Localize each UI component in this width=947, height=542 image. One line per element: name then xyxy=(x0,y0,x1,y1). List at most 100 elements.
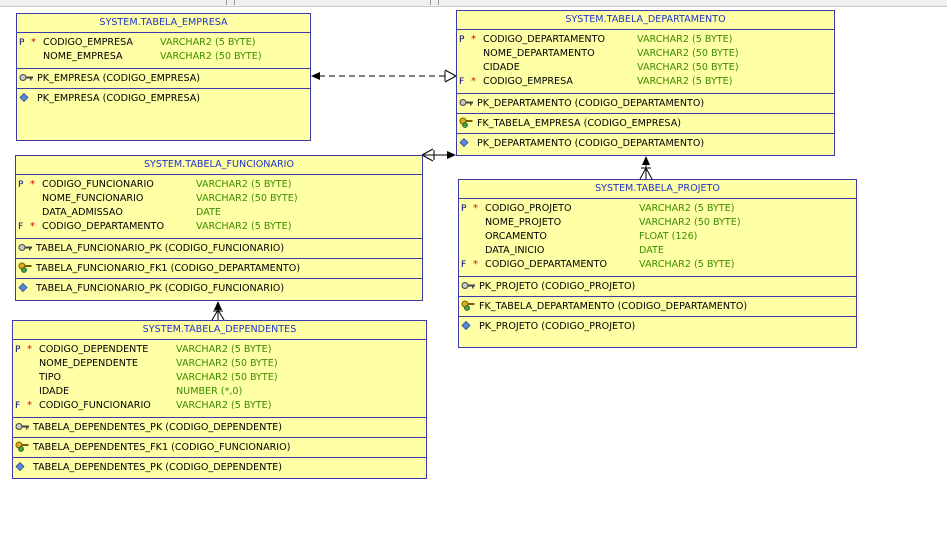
index-row[interactable]: PK_DEPARTAMENTO (CODIGO_DEPARTAMENTO) xyxy=(457,134,834,153)
primary-key-label: TABELA_DEPENDENTES_PK (CODIGO_DEPENDENTE… xyxy=(33,422,283,433)
index-icon xyxy=(461,320,471,331)
primary-key-icon xyxy=(19,74,33,81)
column-type: VARCHAR2 (5 BYTE) xyxy=(637,76,733,87)
index-label: PK_DEPARTAMENTO (CODIGO_DEPARTAMENTO) xyxy=(477,138,705,149)
primary-key-row[interactable]: PK_PROJETO (CODIGO_PROJETO) xyxy=(459,277,856,297)
primary-key-label: TABELA_FUNCIONARIO_PK (CODIGO_FUNCIONARI… xyxy=(36,243,285,254)
column-row[interactable]: P * CODIGO_FUNCIONARIO VARCHAR2 (5 BYTE) xyxy=(16,178,422,192)
entity-title: SYSTEM.TABELA_EMPRESA xyxy=(17,14,310,33)
column-type: VARCHAR2 (50 BYTE) xyxy=(637,62,739,73)
column-list: P * CODIGO_DEPENDENTE VARCHAR2 (5 BYTE) … xyxy=(13,340,426,418)
column-row[interactable]: ORCAMENTO FLOAT (126) xyxy=(459,230,856,244)
column-row[interactable]: NOME_FUNCIONARIO VARCHAR2 (50 BYTE) xyxy=(16,192,422,206)
index-row[interactable]: TABELA_DEPENDENTES_PK (CODIGO_DEPENDENTE… xyxy=(13,458,426,477)
foreign-key-label: FK_TABELA_DEPARTAMENTO (CODIGO_DEPARTAME… xyxy=(479,301,748,312)
column-row[interactable]: NOME_EMPRESA VARCHAR2 (50 BYTE) xyxy=(17,50,310,64)
primary-key-icon xyxy=(459,99,473,106)
key-flag: F xyxy=(15,401,21,411)
column-type: VARCHAR2 (50 BYTE) xyxy=(196,193,298,204)
column-type: DATE xyxy=(196,207,221,218)
column-row[interactable]: F * CODIGO_FUNCIONARIO VARCHAR2 (5 BYTE) xyxy=(13,399,426,413)
column-name: TIPO xyxy=(39,372,62,383)
relation-funcionario-departamento[interactable] xyxy=(421,148,456,162)
column-name: NOME_FUNCIONARIO xyxy=(42,193,144,204)
entity-tabela-departamento[interactable]: SYSTEM.TABELA_DEPARTAMENTO P * CODIGO_DE… xyxy=(456,10,835,156)
foreign-key-icon xyxy=(18,262,32,273)
index-label: TABELA_DEPENDENTES_PK (CODIGO_DEPENDENTE… xyxy=(33,462,283,473)
relation-dependentes-funcionario[interactable] xyxy=(211,301,225,321)
index-row[interactable]: TABELA_FUNCIONARIO_PK (CODIGO_FUNCIONARI… xyxy=(16,279,422,298)
required-flag: * xyxy=(30,221,35,232)
column-row[interactable]: IDADE NUMBER (*,0) xyxy=(13,385,426,399)
column-row[interactable]: F * CODIGO_DEPARTAMENTO VARCHAR2 (5 BYTE… xyxy=(459,258,856,272)
relation-departamento-empresa[interactable] xyxy=(311,69,457,83)
column-name: CODIGO_DEPARTAMENTO xyxy=(42,221,165,232)
column-type: VARCHAR2 (5 BYTE) xyxy=(196,221,292,232)
column-row[interactable]: P * CODIGO_DEPARTAMENTO VARCHAR2 (5 BYTE… xyxy=(457,33,834,47)
foreign-key-row[interactable]: FK_TABELA_DEPARTAMENTO (CODIGO_DEPARTAME… xyxy=(459,297,856,317)
primary-key-row[interactable]: PK_EMPRESA (CODIGO_EMPRESA) xyxy=(17,69,310,89)
column-type: VARCHAR2 (5 BYTE) xyxy=(160,37,256,48)
column-row[interactable]: TIPO VARCHAR2 (50 BYTE) xyxy=(13,371,426,385)
key-flag: P xyxy=(461,204,467,214)
primary-key-row[interactable]: TABELA_FUNCIONARIO_PK (CODIGO_FUNCIONARI… xyxy=(16,239,422,259)
foreign-key-label: TABELA_FUNCIONARIO_FK1 (CODIGO_DEPARTAME… xyxy=(36,263,301,274)
column-row[interactable]: NOME_DEPARTAMENTO VARCHAR2 (50 BYTE) xyxy=(457,47,834,61)
index-icon xyxy=(19,92,29,103)
column-type: VARCHAR2 (50 BYTE) xyxy=(160,51,262,62)
column-name: NOME_PROJETO xyxy=(485,217,562,228)
primary-key-icon xyxy=(15,423,29,430)
key-flag: P xyxy=(459,35,465,45)
column-row[interactable]: DATA_INICIO DATE xyxy=(459,244,856,258)
column-name: NOME_DEPARTAMENTO xyxy=(483,48,595,59)
key-flag: P xyxy=(15,345,21,355)
primary-key-icon xyxy=(461,282,475,289)
column-type: VARCHAR2 (50 BYTE) xyxy=(176,372,278,383)
column-row[interactable]: P * CODIGO_DEPENDENTE VARCHAR2 (5 BYTE) xyxy=(13,343,426,357)
foreign-key-label: TABELA_DEPENDENTES_FK1 (CODIGO_FUNCIONAR… xyxy=(33,442,291,453)
required-flag: * xyxy=(471,34,476,45)
column-name: CODIGO_EMPRESA xyxy=(483,76,573,87)
entity-tabela-funcionario[interactable]: SYSTEM.TABELA_FUNCIONARIO P * CODIGO_FUN… xyxy=(15,155,423,301)
foreign-key-icon xyxy=(459,117,473,128)
index-row[interactable]: PK_EMPRESA (CODIGO_EMPRESA) xyxy=(17,89,310,108)
column-row[interactable]: P * CODIGO_PROJETO VARCHAR2 (5 BYTE) xyxy=(459,202,856,216)
column-name: CODIGO_DEPARTAMENTO xyxy=(483,34,606,45)
index-label: TABELA_FUNCIONARIO_PK (CODIGO_FUNCIONARI… xyxy=(36,283,285,294)
toolbar-separator xyxy=(430,0,431,5)
column-list: P * CODIGO_DEPARTAMENTO VARCHAR2 (5 BYTE… xyxy=(457,30,834,94)
column-row[interactable]: P * CODIGO_EMPRESA VARCHAR2 (5 BYTE) xyxy=(17,36,310,50)
column-row[interactable]: F * CODIGO_DEPARTAMENTO VARCHAR2 (5 BYTE… xyxy=(16,220,422,234)
key-flag: F xyxy=(461,260,467,270)
column-type: DATE xyxy=(639,245,664,256)
column-name: DATA_INICIO xyxy=(485,245,545,256)
entity-tabela-projeto[interactable]: SYSTEM.TABELA_PROJETO P * CODIGO_PROJETO… xyxy=(458,179,857,348)
column-type: VARCHAR2 (50 BYTE) xyxy=(637,48,739,59)
index-icon xyxy=(459,137,469,148)
index-row[interactable]: PK_PROJETO (CODIGO_PROJETO) xyxy=(459,317,856,336)
foreign-key-icon xyxy=(15,441,29,452)
column-name: CODIGO_PROJETO xyxy=(485,203,572,214)
relation-projeto-departamento[interactable] xyxy=(639,156,653,180)
entity-tabela-dependentes[interactable]: SYSTEM.TABELA_DEPENDENTES P * CODIGO_DEP… xyxy=(12,320,427,479)
entity-tabela-empresa[interactable]: SYSTEM.TABELA_EMPRESA P * CODIGO_EMPRESA… xyxy=(16,13,311,141)
foreign-key-row[interactable]: TABELA_DEPENDENTES_FK1 (CODIGO_FUNCIONAR… xyxy=(13,438,426,458)
column-row[interactable]: NOME_DEPENDENTE VARCHAR2 (50 BYTE) xyxy=(13,357,426,371)
window-top-edge xyxy=(0,0,947,7)
foreign-key-row[interactable]: TABELA_FUNCIONARIO_FK1 (CODIGO_DEPARTAME… xyxy=(16,259,422,279)
column-row[interactable]: F * CODIGO_EMPRESA VARCHAR2 (5 BYTE) xyxy=(457,75,834,89)
column-row[interactable]: CIDADE VARCHAR2 (50 BYTE) xyxy=(457,61,834,75)
primary-key-row[interactable]: TABELA_DEPENDENTES_PK (CODIGO_DEPENDENTE… xyxy=(13,418,426,438)
column-row[interactable]: NOME_PROJETO VARCHAR2 (50 BYTE) xyxy=(459,216,856,230)
primary-key-label: PK_PROJETO (CODIGO_PROJETO) xyxy=(479,281,636,292)
column-type: VARCHAR2 (5 BYTE) xyxy=(176,344,272,355)
column-type: VARCHAR2 (50 BYTE) xyxy=(639,217,741,228)
foreign-key-label: FK_TABELA_EMPRESA (CODIGO_EMPRESA) xyxy=(477,118,682,129)
entity-title: SYSTEM.TABELA_DEPENDENTES xyxy=(13,321,426,340)
foreign-key-row[interactable]: FK_TABELA_EMPRESA (CODIGO_EMPRESA) xyxy=(457,114,834,134)
column-name: CODIGO_FUNCIONARIO xyxy=(39,400,151,411)
required-flag: * xyxy=(471,76,476,87)
column-row[interactable]: DATA_ADMISSAO DATE xyxy=(16,206,422,220)
primary-key-label: PK_EMPRESA (CODIGO_EMPRESA) xyxy=(37,73,201,84)
primary-key-row[interactable]: PK_DEPARTAMENTO (CODIGO_DEPARTAMENTO) xyxy=(457,94,834,114)
